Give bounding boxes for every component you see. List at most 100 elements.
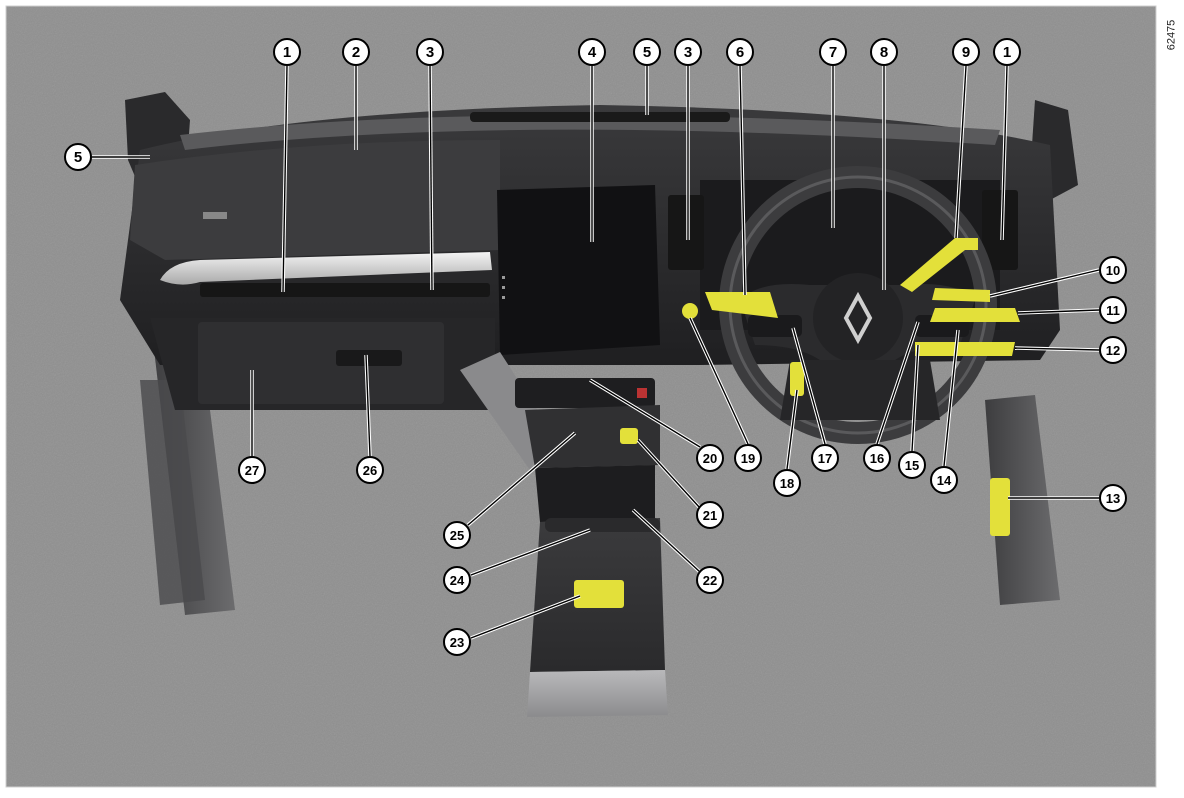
glovebox-panel: [198, 322, 444, 404]
callout-circle: [443, 521, 471, 549]
callout-label-3: 3: [426, 44, 434, 61]
callout-label-5: 5: [74, 149, 82, 166]
figure-reference: 62475: [1160, 10, 1182, 60]
cruise-stalk-highlight: [915, 342, 1015, 356]
callout-label-11: 11: [1106, 303, 1120, 318]
left-stalk-highlight: [705, 292, 778, 318]
leader-line: [955, 65, 967, 239]
airbag-label: [203, 212, 227, 219]
callout-label-27: 27: [245, 463, 259, 478]
callout-circle: [674, 38, 702, 66]
callout-label-3: 3: [684, 44, 692, 61]
callout-label-21: 21: [703, 508, 717, 523]
callout-label-8: 8: [880, 44, 888, 61]
callout-circle: [273, 38, 301, 66]
leader-line: [637, 439, 701, 509]
top-demister-vent: [470, 112, 730, 122]
callout-circle: [342, 38, 370, 66]
callout-label-24: 24: [450, 573, 465, 588]
callout-circle: [416, 38, 444, 66]
leader-line: [739, 65, 746, 296]
callout-circle: [1099, 484, 1127, 512]
usb-port-highlight: [620, 428, 638, 444]
figure-border: [5, 5, 1157, 788]
leader-line: [589, 379, 701, 448]
callout-label-9: 9: [962, 44, 970, 61]
wiper-stalk-highlight: [932, 288, 990, 302]
leader-line: [1014, 347, 1100, 351]
callout-label-18: 18: [780, 476, 794, 491]
leader-line: [470, 595, 581, 639]
callout-circle: [696, 444, 724, 472]
callout-label-25: 25: [450, 528, 464, 543]
callout-label-1: 1: [1003, 44, 1011, 61]
callout-label-6: 6: [736, 44, 744, 61]
callout-circle: [773, 469, 801, 497]
callout-circle: [898, 451, 926, 479]
leader-line: [876, 321, 919, 445]
right-pillar: [985, 395, 1060, 605]
callout-circle: [696, 566, 724, 594]
callout-circle: [443, 628, 471, 656]
hazard-button: [637, 388, 647, 398]
leader-line: [689, 317, 749, 445]
leader-lines: [92, 65, 1100, 640]
leader-line: [911, 344, 919, 452]
callout-circle: [726, 38, 754, 66]
callout-circle: [578, 38, 606, 66]
fuel-flap-highlight: [990, 478, 1010, 536]
leader-line: [1001, 65, 1008, 241]
figure-reference-number: 62475: [1165, 19, 1177, 51]
wireless-charger-highlight: [574, 580, 624, 608]
steering-wheel-hub: [813, 273, 903, 363]
leader-line: [943, 329, 959, 467]
callout-label-14: 14: [937, 473, 952, 488]
callout-circle: [356, 456, 384, 484]
leader-line: [632, 509, 701, 573]
leader-line: [786, 389, 798, 470]
console-storage: [535, 465, 655, 522]
leader-line: [1017, 309, 1100, 314]
leader-line: [470, 529, 591, 576]
callout-label-1: 1: [283, 44, 291, 61]
glovebox-handle: [336, 350, 402, 366]
central-screen: [497, 185, 660, 355]
screen-button-1: [502, 276, 505, 279]
leader-line: [467, 432, 576, 526]
right-top-stalk-highlight: [900, 238, 978, 292]
callout-label-22: 22: [703, 573, 717, 588]
callout-label-17: 17: [818, 451, 832, 466]
callout-label-16: 16: [870, 451, 884, 466]
callout-circle: [443, 566, 471, 594]
callout-circle: [993, 38, 1021, 66]
left-wheel-buttons: [748, 315, 802, 337]
climate-panel: [515, 378, 655, 408]
callout-circle: [734, 444, 762, 472]
callout-circle: [64, 143, 92, 171]
chrome-trim: [160, 252, 492, 285]
callout-label-26: 26: [363, 463, 377, 478]
bonnet-release-highlight: [790, 362, 804, 396]
screen-button-3: [502, 296, 505, 299]
gear-selector-highlight: [930, 308, 1020, 322]
callout-circle: [811, 444, 839, 472]
callout-circle: [238, 456, 266, 484]
leader-line: [282, 65, 288, 293]
windscreen-sill: [180, 115, 1000, 150]
callout-label-12: 12: [1106, 343, 1120, 358]
driver-side-vent: [982, 190, 1018, 270]
callout-label-7: 7: [829, 44, 837, 61]
start-button-highlight: [682, 303, 698, 319]
callout-circle: [1099, 296, 1127, 324]
callout-circle: [696, 501, 724, 529]
callout-circle: [870, 38, 898, 66]
callout-circle: [1099, 256, 1127, 284]
passenger-vent: [200, 283, 490, 297]
left-door-panel: [140, 380, 205, 605]
callout-label-5: 5: [643, 44, 651, 61]
leader-line: [989, 269, 1100, 297]
rear-console: [527, 670, 668, 717]
